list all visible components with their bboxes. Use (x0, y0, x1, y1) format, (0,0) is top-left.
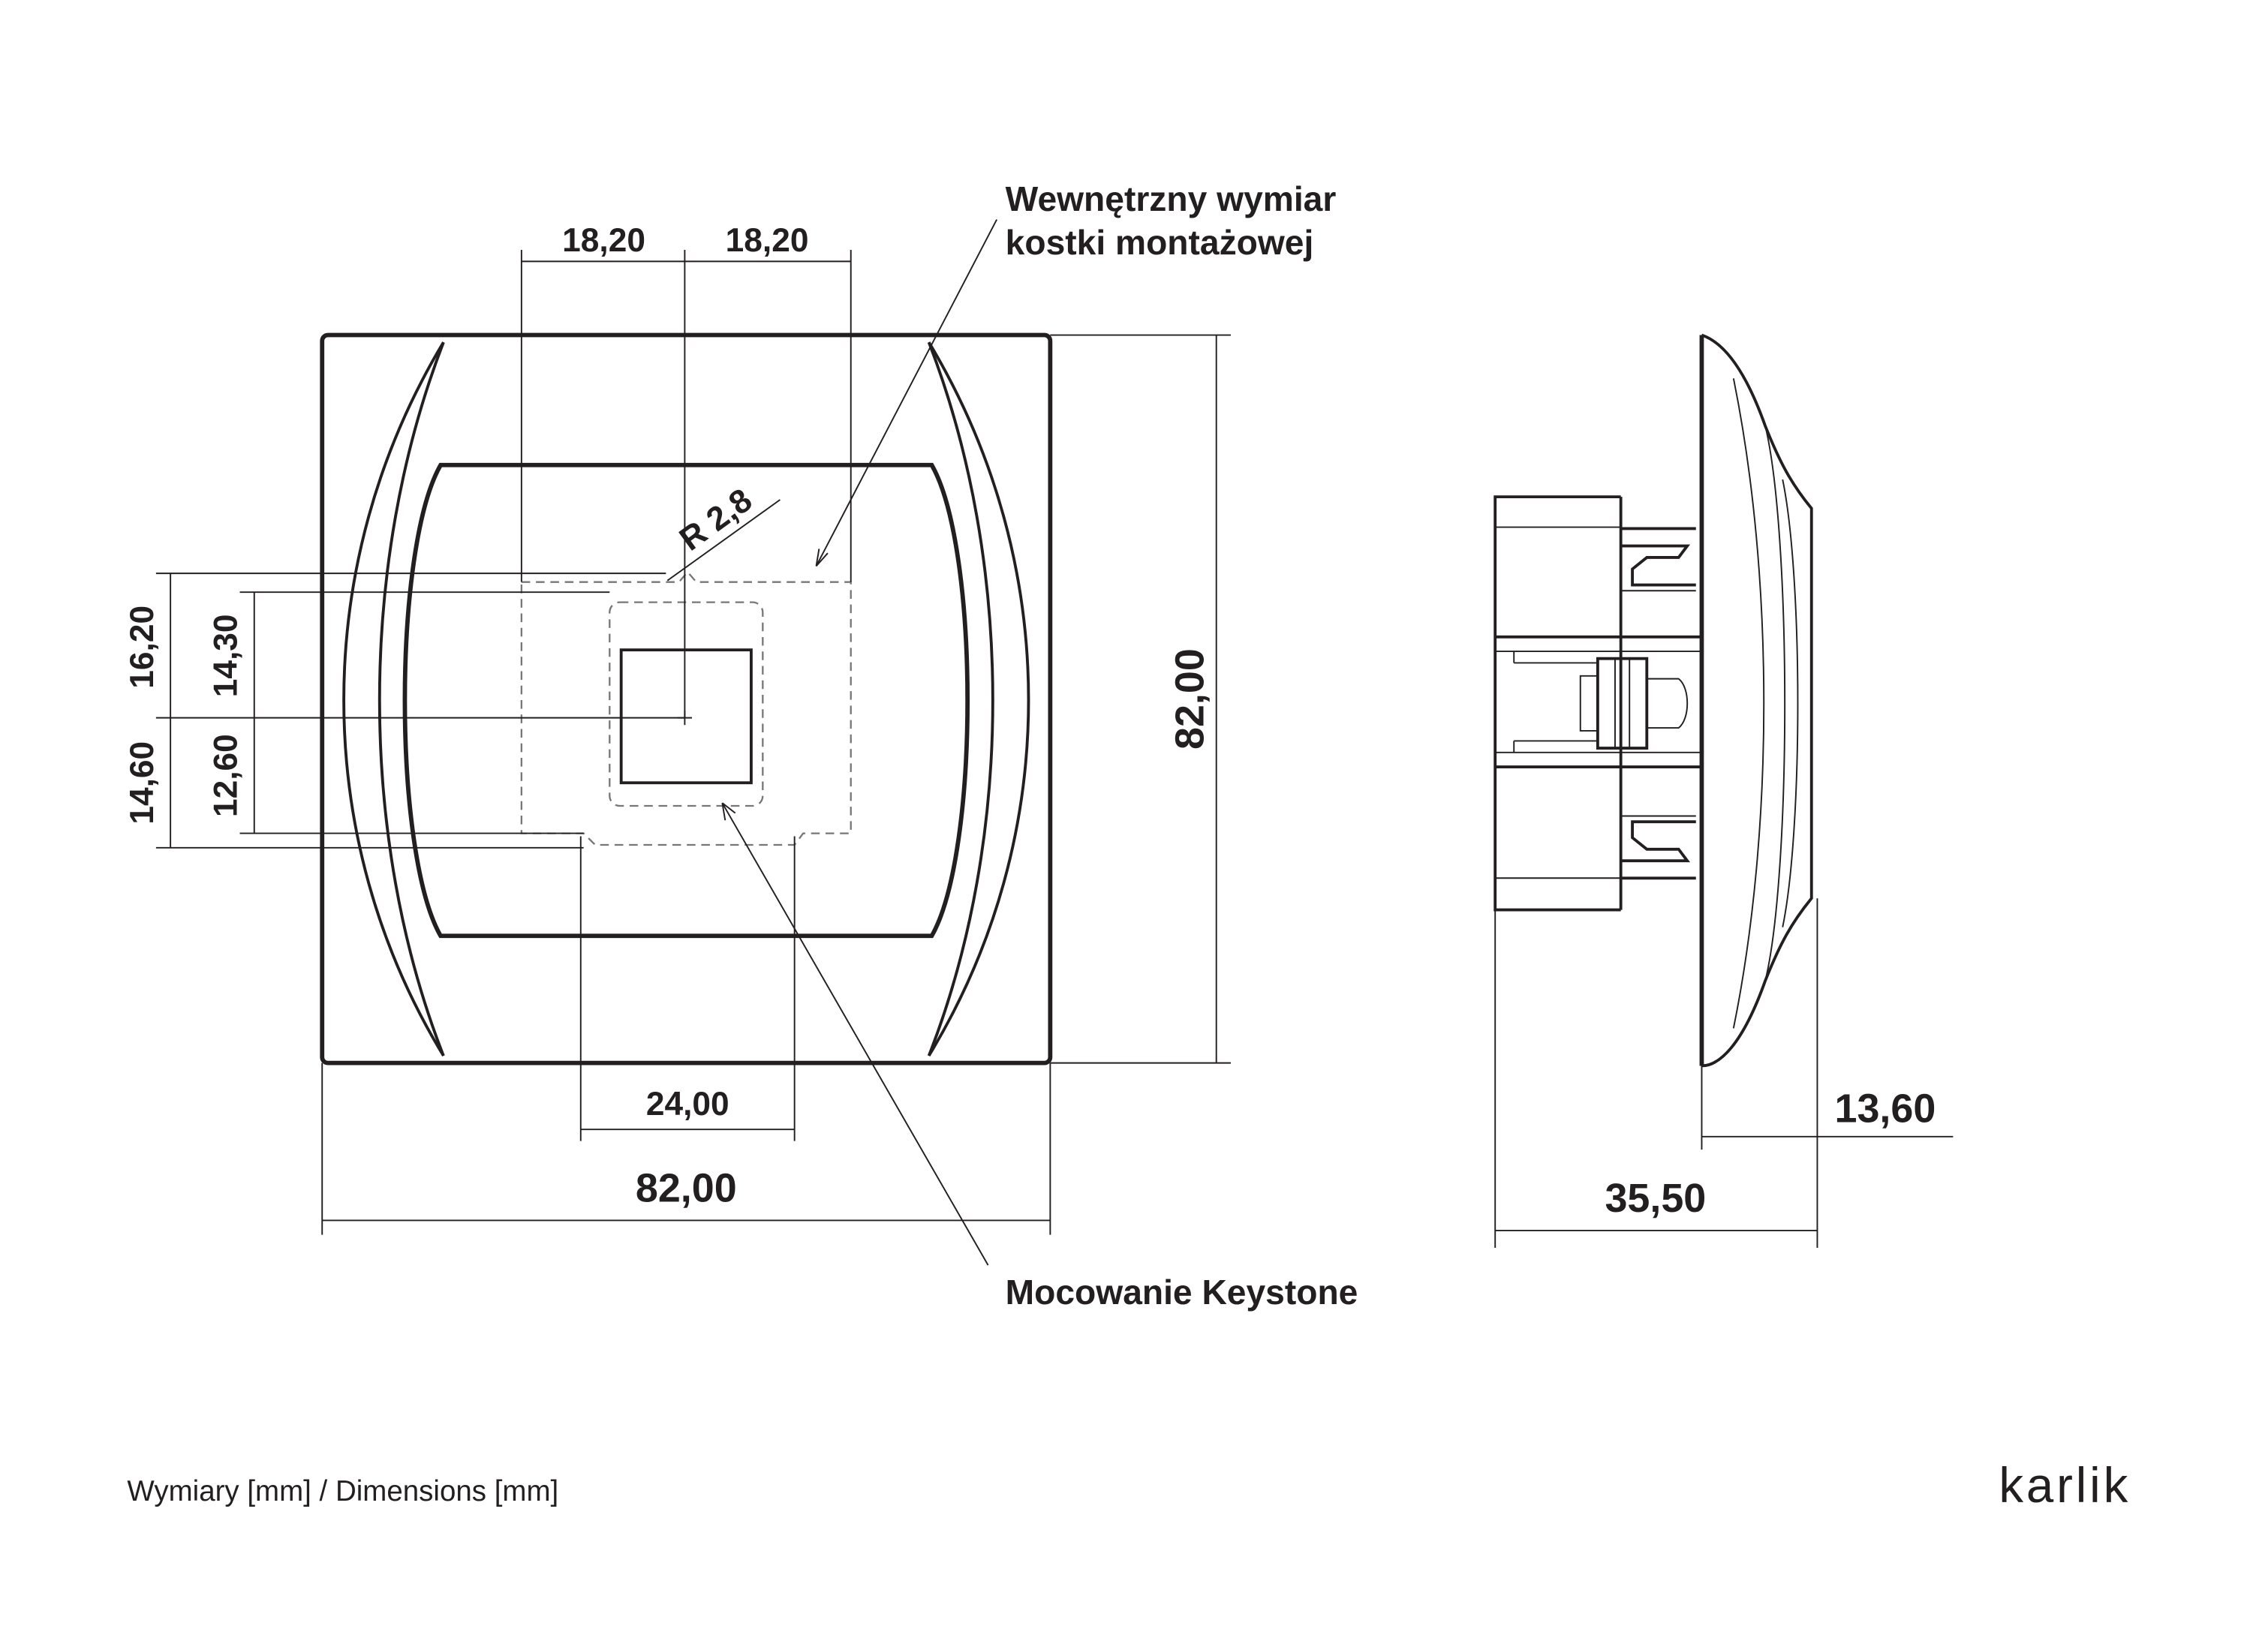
arrowhead-keystone (721, 802, 736, 821)
units-note: Wymiary [mm] / Dimensions [mm] (127, 1475, 558, 1507)
label-inner-box-line1: Wewnętrzny wymiar (1006, 179, 1337, 218)
dim-front-width: 82,00 (636, 1165, 737, 1210)
dim-upper-inner: 14,30 (208, 614, 245, 697)
right-arc-outer (928, 341, 1030, 1057)
left-arc-inner (377, 341, 445, 1056)
side-view (1493, 333, 1813, 1068)
brand-logo: karlik (1999, 1458, 2131, 1513)
dim-left-half: 18,20 (562, 222, 645, 259)
arrowhead-inner-box (815, 549, 829, 567)
callouts: Wewnętrzny wymiar kostki montażowej Moco… (721, 179, 1358, 1312)
dim-lower-outer: 14,60 (124, 741, 161, 825)
label-keystone: Mocowanie Keystone (1006, 1273, 1358, 1312)
side-dimensions: 13,60 35,50 (1494, 898, 1954, 1249)
left-arc-outer (342, 341, 445, 1057)
bottom-clip (1620, 820, 1696, 880)
keystone-socket (619, 648, 753, 785)
mounting-box-outline (520, 570, 852, 846)
inner-plate (402, 462, 970, 939)
front-view (320, 332, 1053, 1065)
keystone-side (1596, 657, 1649, 750)
faceplate-profile (1701, 333, 1813, 1068)
right-arc-inner (927, 341, 994, 1056)
top-clip (1620, 527, 1696, 587)
label-inner-box-line2: kostki montażowej (1006, 223, 1314, 262)
dim-upper-outer: 16,20 (124, 606, 161, 689)
dim-cutout-width: 24,00 (646, 1086, 729, 1123)
dim-front-height: 82,00 (1167, 648, 1212, 750)
outer-frame (320, 332, 1053, 1065)
front-dimensions: 18,20 18,20 R 2,8 16,20 14,30 14,60 12,6… (124, 222, 1231, 1235)
dim-total-depth: 35,50 (1605, 1176, 1706, 1221)
dim-frame-depth: 13,60 (1835, 1086, 1936, 1132)
dim-right-half: 18,20 (726, 222, 809, 259)
keystone-outline (609, 601, 764, 807)
side-box-body (1493, 495, 1621, 912)
dim-lower-inner: 12,60 (208, 734, 245, 817)
